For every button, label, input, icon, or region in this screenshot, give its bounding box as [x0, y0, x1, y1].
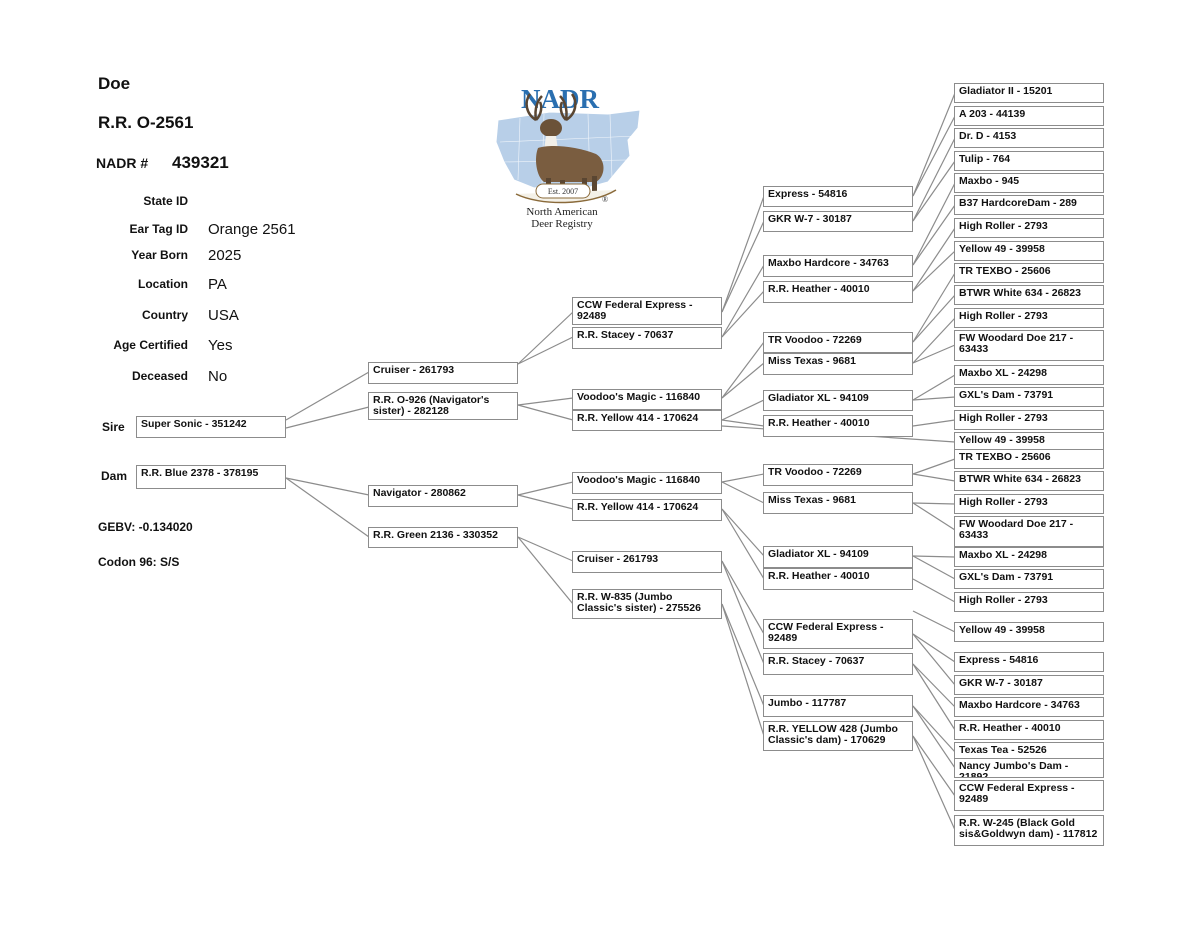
ancestor-box: R.R. Green 2136 - 330352	[368, 527, 518, 548]
state-id-label: State ID	[143, 194, 188, 208]
ancestor-box: R.R. Yellow 414 - 170624	[572, 410, 722, 431]
deceased-value: No	[208, 368, 228, 385]
ancestor-box: Express - 54816	[763, 186, 913, 207]
ancestor-box: GKR W-7 - 30187	[954, 675, 1104, 695]
ancestor-box: R.R. O-926 (Navigator's sister) - 282128	[368, 392, 518, 420]
ancestor-box: High Roller - 2793	[954, 494, 1104, 514]
logo-registered: ®	[602, 195, 608, 204]
ancestor-box: Gladiator XL - 94109	[763, 546, 913, 568]
codon-value: Codon 96: S/S	[98, 555, 180, 569]
ancestor-box: B37 HardcoreDam - 289	[954, 195, 1104, 215]
ancestor-box: Express - 54816	[954, 652, 1104, 672]
ancestor-box: Yellow 49 - 39958	[954, 241, 1104, 261]
ancestor-box: TR Voodoo - 72269	[763, 464, 913, 486]
ancestor-box: R.R. Stacey - 70637	[572, 327, 722, 349]
logo-line2: Deer Registry	[531, 218, 593, 230]
ancestor-box: CCW Federal Express - 92489	[954, 780, 1104, 811]
deceased-label: Deceased	[131, 369, 188, 383]
ancestor-box: GXL's Dam - 73791	[954, 569, 1104, 589]
ancestor-box: Nancy Jumbo's Dam - 21892	[954, 758, 1104, 778]
sire-box: Super Sonic - 351242	[136, 416, 286, 438]
ancestor-box: Gladiator XL - 94109	[763, 390, 913, 411]
location-label: Location	[138, 277, 188, 291]
nadr-logo: NADR Est. 2007 ® North American Deer Reg…	[490, 84, 650, 234]
ancestor-box: Miss Texas - 9681	[763, 353, 913, 375]
ancestor-box: R.R. Heather - 40010	[763, 281, 913, 303]
age-certified-label: Age Certified	[113, 338, 188, 352]
ancestor-box: CCW Federal Express - 92489	[763, 619, 913, 649]
ancestor-box: Maxbo XL - 24298	[954, 547, 1104, 567]
country-value: USA	[208, 307, 239, 324]
ancestor-box: Maxbo Hardcore - 34763	[763, 255, 913, 277]
nadr-number: 439321	[172, 153, 229, 172]
logo-line1: North American	[526, 206, 598, 218]
ancestor-box: R.R. Heather - 40010	[954, 720, 1104, 740]
ancestor-box: A 203 - 44139	[954, 106, 1104, 126]
age-certified-value: Yes	[208, 337, 233, 354]
ancestor-box: FW Woodard Doe 217 - 63433	[954, 516, 1104, 547]
ancestor-box: Tulip - 764	[954, 151, 1104, 171]
logo-est: Est. 2007	[548, 187, 578, 196]
ancestor-box: Voodoo's Magic - 116840	[572, 389, 722, 410]
ancestor-box: R.R. Heather - 40010	[763, 568, 913, 590]
ancestor-box: Miss Texas - 9681	[763, 492, 913, 514]
ancestor-box: Maxbo - 945	[954, 173, 1104, 193]
ancestor-box: GKR W-7 - 30187	[763, 211, 913, 232]
ancestor-box: Maxbo Hardcore - 34763	[954, 697, 1104, 717]
year-born-value: 2025	[208, 247, 242, 264]
ancestor-box: BTWR White 634 - 26823	[954, 285, 1104, 305]
ancestor-box: BTWR White 634 - 26823	[954, 471, 1104, 491]
ancestor-box: R.R. YELLOW 428 (Jumbo Classic's dam) - …	[763, 721, 913, 751]
ancestor-box: R.R. W-835 (Jumbo Classic's sister) - 27…	[572, 589, 722, 619]
ancestor-box: Maxbo XL - 24298	[954, 365, 1104, 385]
year-born-label: Year Born	[131, 248, 188, 262]
ancestor-box: High Roller - 2793	[954, 218, 1104, 238]
dam-box: R.R. Blue 2378 - 378195	[136, 465, 286, 489]
ear-tag-label: Ear Tag ID	[129, 222, 188, 236]
ancestor-box: Dr. D - 4153	[954, 128, 1104, 148]
ancestor-box: CCW Federal Express - 92489	[572, 297, 722, 325]
deer-logo-icon: NADR Est. 2007 ® North American Deer Reg…	[495, 84, 641, 230]
country-label: Country	[142, 308, 188, 322]
ancestor-box: Gladiator II - 15201	[954, 83, 1104, 103]
ancestor-box: Navigator - 280862	[368, 485, 518, 507]
ancestor-box: Voodoo's Magic - 116840	[572, 472, 722, 494]
ancestor-box: FW Woodard Doe 217 - 63433	[954, 330, 1104, 361]
gebv-value: GEBV: -0.134020	[98, 520, 193, 534]
ancestor-box: R.R. Yellow 414 - 170624	[572, 499, 722, 521]
animal-sex: Doe	[98, 74, 131, 93]
nadr-number-label: NADR #	[96, 155, 149, 171]
ancestor-box: R.R. Heather - 40010	[763, 415, 913, 437]
sire-label: Sire	[102, 420, 125, 434]
ancestor-box: TR Voodoo - 72269	[763, 332, 913, 353]
ancestor-box: High Roller - 2793	[954, 308, 1104, 328]
ancestor-box: High Roller - 2793	[954, 410, 1104, 430]
ancestor-box: R.R. Stacey - 70637	[763, 653, 913, 675]
animal-name: R.R. O-2561	[98, 113, 194, 132]
ancestor-box: GXL's Dam - 73791	[954, 387, 1104, 407]
ear-tag-value: Orange 2561	[208, 221, 296, 238]
location-value: PA	[208, 276, 227, 293]
ancestor-box: TR TEXBO - 25606	[954, 263, 1104, 283]
ancestor-box: Yellow 49 - 39958	[954, 622, 1104, 642]
ancestor-box: High Roller - 2793	[954, 592, 1104, 612]
ancestor-box: Cruiser - 261793	[572, 551, 722, 573]
ancestor-box: R.R. W-245 (Black Gold sis&Goldwyn dam) …	[954, 815, 1104, 846]
ancestor-box: Jumbo - 117787	[763, 695, 913, 717]
ancestor-box: TR TEXBO - 25606	[954, 449, 1104, 469]
dam-label: Dam	[101, 469, 128, 483]
ancestor-box: Cruiser - 261793	[368, 362, 518, 384]
